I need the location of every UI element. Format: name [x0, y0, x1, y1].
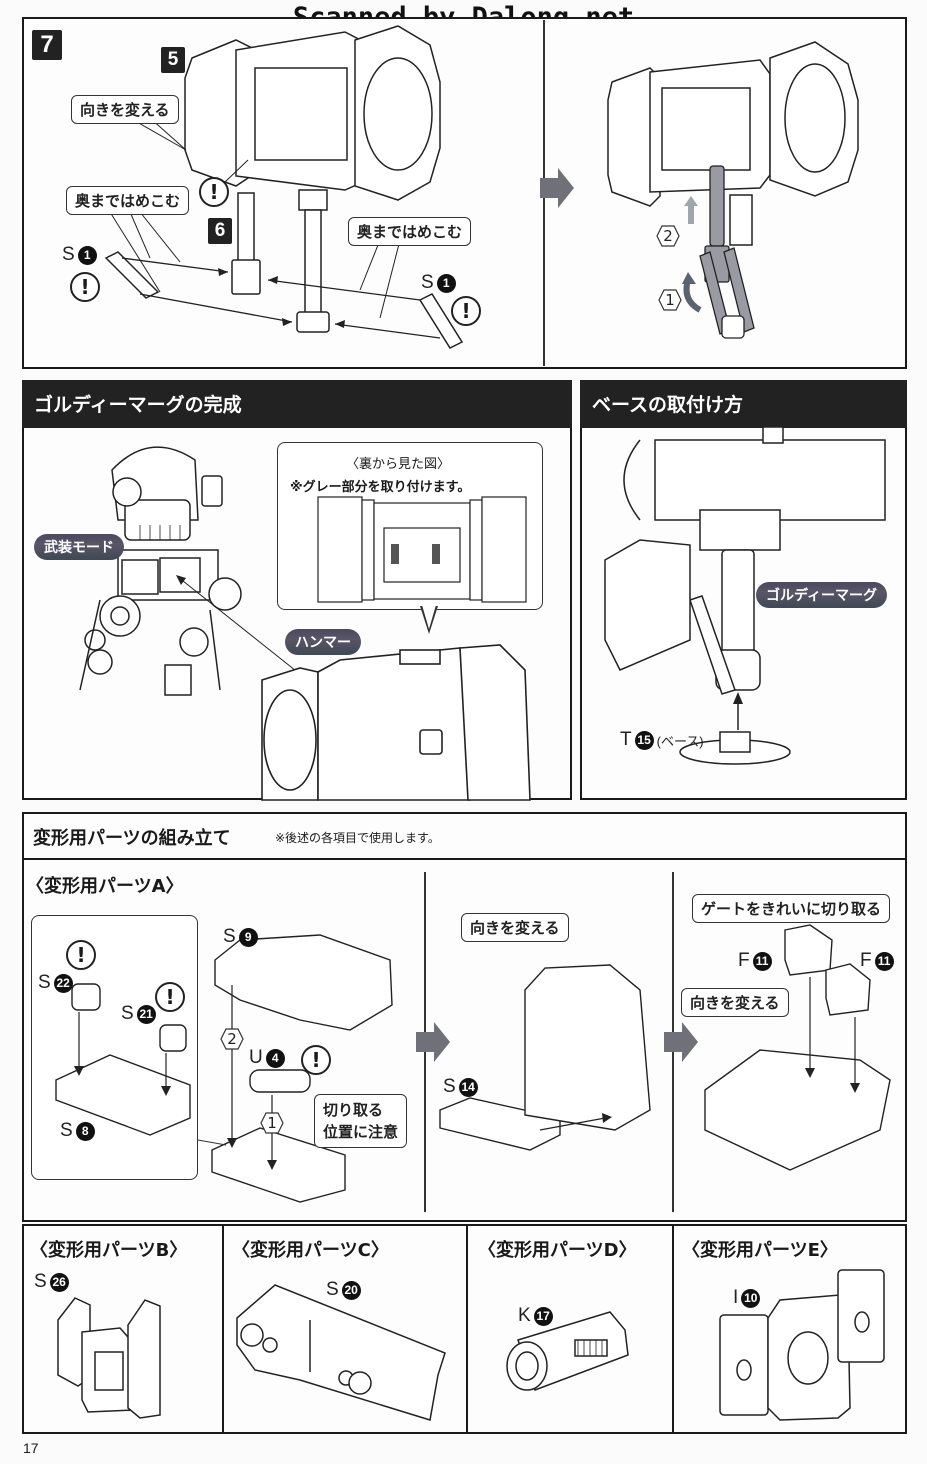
part-label-s9: S 9	[223, 926, 258, 948]
order-marker-1: 1	[658, 289, 682, 311]
hexagon-icon	[656, 225, 680, 247]
transform-parts-note: ※後述の各項目で使用します。	[275, 831, 440, 845]
part-label-s20: S 20	[326, 1279, 361, 1301]
part-label-s22: S 22	[38, 972, 73, 994]
part-e-title: 〈変形用パーツE〉	[682, 1240, 838, 1261]
callout-rotate: 向きを変える	[461, 913, 569, 942]
part-label-s1-right: S 1	[421, 272, 456, 294]
hammer-assembled-illustration	[607, 41, 859, 339]
callout-rotate: 向きを変える	[71, 95, 179, 124]
transform-parts-title: 変形用パーツの組み立て	[33, 828, 231, 849]
part-number: 1	[77, 245, 97, 265]
robot-armed-mode-illustration	[79, 446, 531, 801]
part-number: 15	[634, 730, 654, 750]
callout-rotate: 向きを変える	[681, 988, 789, 1017]
substep-5-badge: 5	[161, 47, 185, 73]
warning-icon: !	[301, 1045, 331, 1075]
next-arrow-icon	[416, 1022, 450, 1062]
part-d-title: 〈変形用パーツD〉	[478, 1240, 637, 1261]
part-label-s26: S 26	[34, 1271, 69, 1293]
hammer-label: ハンマー	[285, 629, 361, 655]
warning-icon: !	[155, 982, 185, 1012]
rear-view-hammer-illustration	[317, 496, 527, 603]
part-a-title: 〈変形用パーツA〉	[26, 876, 184, 897]
divider-b-c	[222, 1226, 224, 1432]
callout-insert-fully-right: 奥まではめこむ	[348, 217, 472, 246]
warning-icon: !	[199, 177, 229, 207]
part-label-s21: S 21	[121, 1003, 156, 1025]
part-letter: S	[62, 244, 75, 265]
part-b-title: 〈変形用パーツB〉	[30, 1240, 188, 1261]
substep-6-badge: 6	[208, 218, 232, 244]
completion-title: ゴルディーマーグの完成	[22, 380, 572, 428]
part-label-u4: U 4	[249, 1047, 285, 1069]
divider-d-e	[672, 1226, 674, 1432]
hexagon-icon	[220, 1028, 244, 1050]
part-label-i10: I 10	[733, 1287, 761, 1309]
rear-view-inset-pointer-fill	[422, 605, 436, 629]
callout-clean-gate: ゲートをきれいに切り取る	[692, 894, 891, 923]
warning-icon: !	[70, 272, 100, 302]
part-label-s8: S 8	[60, 1120, 95, 1142]
part-label-f11-right: F 11	[860, 950, 894, 972]
part-label-k17: K 17	[518, 1305, 553, 1327]
part-letter: T	[620, 729, 632, 750]
hammer-assembly-illustration	[104, 25, 464, 349]
page-number: 17	[23, 1440, 39, 1456]
part-label-t15: T 15 (ベース)	[620, 729, 704, 751]
part-suffix: (ベース)	[656, 733, 704, 749]
part-letter: S	[421, 272, 434, 293]
section-divider	[22, 858, 907, 860]
next-arrow-icon	[664, 1022, 698, 1062]
part-label-s1-left: S 1	[62, 244, 97, 266]
rear-view-title: 〈裏から見た図〉	[346, 457, 451, 472]
part-label-f11-left: F 11	[738, 950, 772, 972]
warning-icon: !	[66, 940, 96, 970]
armed-mode-label: 武装モード	[34, 534, 124, 560]
callout-cut-position: 切り取る 位置に注意	[314, 1094, 408, 1148]
rear-view-note: ※グレー部分を取り付けます。	[290, 480, 471, 495]
next-arrow-icon	[540, 168, 574, 208]
divider-c-d	[466, 1226, 468, 1432]
part-label-s14: S 14	[443, 1076, 478, 1098]
base-attachment-illustration	[604, 426, 886, 765]
callout-insert-fully-left: 奥まではめこむ	[66, 186, 190, 215]
goldymarg-label: ゴルディーマーグ	[756, 582, 888, 608]
order-marker-1: 1	[260, 1112, 284, 1134]
base-title: ベースの取付け方	[580, 380, 907, 428]
order-marker-2: 2	[656, 225, 680, 247]
warning-icon: !	[451, 296, 481, 326]
part-number: 1	[436, 273, 456, 293]
order-marker-2: 2	[220, 1028, 244, 1050]
hexagon-icon	[658, 289, 682, 311]
hexagon-icon	[260, 1112, 284, 1134]
part-a-illustration	[55, 924, 891, 1203]
step-number-badge: 7	[32, 30, 62, 60]
part-c-title: 〈変形用パーツC〉	[232, 1240, 389, 1261]
